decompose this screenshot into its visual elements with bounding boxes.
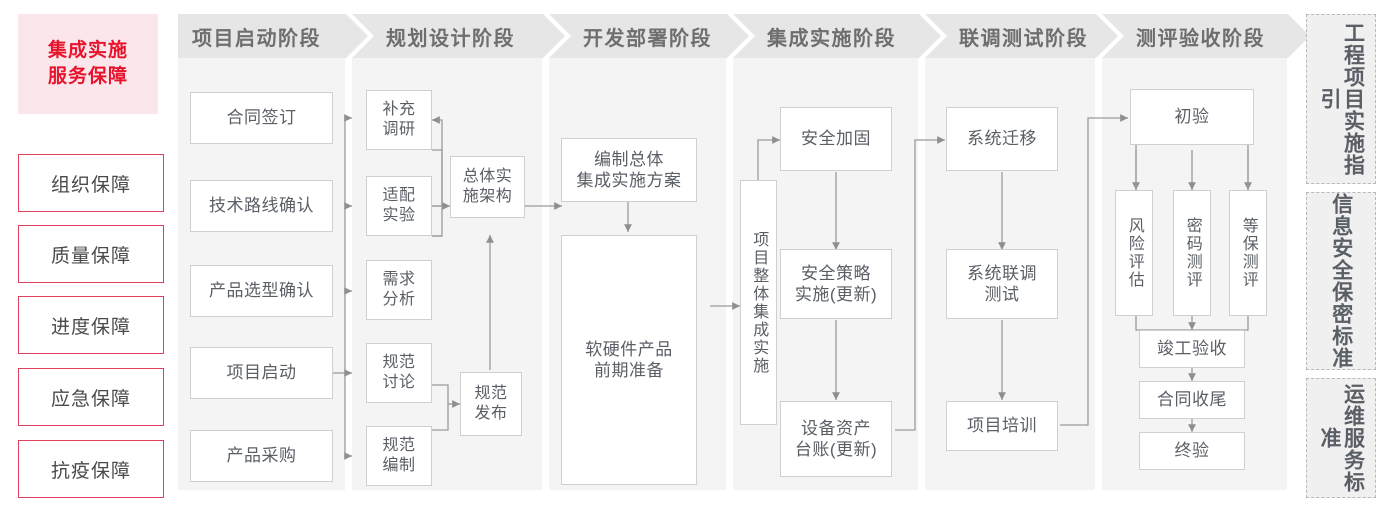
phase-header-6-label: 测评验收阶段 [1136,27,1265,50]
node-project-training[interactable]: 项目培训 [946,401,1058,451]
node-security-hardening[interactable]: 安全加固 [780,107,892,171]
phase-header-3-label: 开发部署阶段 [583,27,712,50]
standard-rail-2[interactable]: 运维服务标准 [1306,378,1376,498]
node-preliminary-acceptance[interactable]: 初验 [1130,89,1254,145]
phase-header-2-label: 规划设计阶段 [386,27,515,50]
node-tech-route[interactable]: 技术路线确认 [190,180,333,232]
standard-rail-label: 运维服务标准 [1318,383,1365,493]
node-overall-integration[interactable]: 项目整体集成实施 [740,180,777,425]
node-joint-debug-test[interactable]: 系统联调 测试 [946,249,1058,319]
node-supplementary-research[interactable]: 补充 调研 [366,90,432,150]
node-requirement-analysis[interactable]: 需求 分析 [366,260,432,320]
node-mlps-evaluation[interactable]: 等保测评 [1229,190,1267,316]
node-product-selection[interactable]: 产品选型确认 [190,265,333,317]
node-risk-assessment[interactable]: 风险评估 [1115,190,1153,316]
phase-header-5[interactable]: 联调测试阶段 [925,14,1118,58]
node-compile-integration-plan[interactable]: 编制总体 集成实施方案 [561,138,697,202]
phase-header-1[interactable]: 项目启动阶段 [178,14,368,58]
phase-header-6[interactable]: 测评验收阶段 [1102,14,1310,58]
title-card: 集成实施 服务保障 [18,14,158,114]
node-system-migration[interactable]: 系统迁移 [946,107,1058,171]
node-completion-acceptance[interactable]: 竣工验收 [1139,330,1245,368]
title-card-label: 集成实施 服务保障 [47,40,128,87]
node-spec-drafting[interactable]: 规范 编制 [366,426,432,486]
node-overall-architecture[interactable]: 总体实 施架构 [450,156,525,218]
standard-rail-1[interactable]: 信息安全保密标准 [1306,192,1376,370]
phase-header-1-label: 项目启动阶段 [192,27,321,50]
node-final-acceptance[interactable]: 终验 [1139,432,1245,470]
phase-header-3[interactable]: 开发部署阶段 [549,14,749,58]
node-crypto-evaluation[interactable]: 密码测评 [1173,190,1211,316]
node-project-kickoff[interactable]: 项目启动 [190,347,333,399]
guarantee-label: 抗疫保障 [50,460,131,482]
node-contract-closure[interactable]: 合同收尾 [1139,381,1245,419]
guarantee-label: 进度保障 [50,316,131,338]
guarantee-item-3[interactable]: 应急保障 [18,368,164,426]
phase-header-4[interactable]: 集成实施阶段 [733,14,941,58]
node-spec-discussion[interactable]: 规范 讨论 [366,343,432,403]
guarantee-label: 组织保障 [50,174,131,196]
standard-rail-label: 工程项目实施指引 [1318,22,1365,176]
node-hw-sw-preparation[interactable]: 软硬件产品 前期准备 [561,235,697,485]
node-product-procurement[interactable]: 产品采购 [190,430,333,482]
phase-header-5-label: 联调测试阶段 [959,27,1088,50]
phase-header-4-label: 集成实施阶段 [767,27,896,50]
guarantee-item-0[interactable]: 组织保障 [18,154,164,212]
node-contract-signing[interactable]: 合同签订 [190,92,333,144]
guarantee-label: 质量保障 [50,245,131,267]
phase-header-2[interactable]: 规划设计阶段 [352,14,565,58]
guarantee-label: 应急保障 [50,388,131,410]
node-adaptation-test[interactable]: 适配 实验 [366,176,432,236]
guarantee-item-4[interactable]: 抗疫保障 [18,440,164,498]
standard-rail-label: 信息安全保密标准 [1329,193,1353,369]
guarantee-item-1[interactable]: 质量保障 [18,225,164,283]
node-security-policy-update[interactable]: 安全策略 实施(更新) [780,249,892,319]
guarantee-item-2[interactable]: 进度保障 [18,296,164,354]
node-spec-release[interactable]: 规范 发布 [460,372,522,436]
node-asset-ledger-update[interactable]: 设备资产 台账(更新) [780,401,892,477]
standard-rail-0[interactable]: 工程项目实施指引 [1306,14,1376,184]
